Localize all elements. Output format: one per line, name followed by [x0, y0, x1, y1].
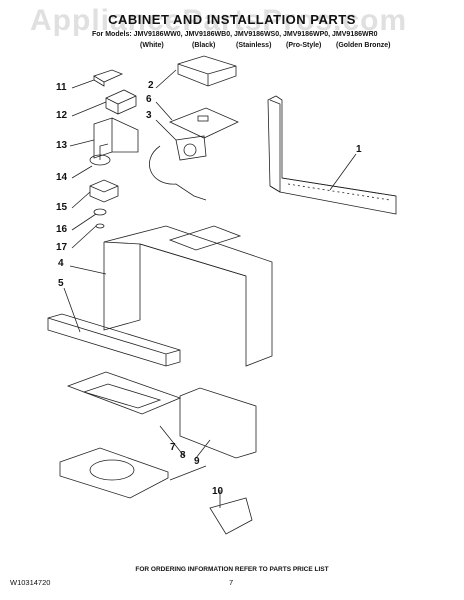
page-title: CABINET AND INSTALLATION PARTS [108, 12, 356, 27]
part-11 [93, 69, 124, 87]
models-line: For Models: JMV9186WW0, JMV9186WB0, JMV9… [92, 31, 378, 38]
document-part-number: W10314720 [10, 578, 51, 587]
callout-11: 11 [56, 82, 67, 93]
part-13 [93, 117, 139, 159]
part-9-base [59, 447, 169, 499]
callout-12: 12 [56, 110, 68, 121]
part-12 [105, 89, 137, 115]
part-4-cabinet [103, 225, 273, 367]
callout-3: 3 [146, 110, 152, 121]
part-7-bottom [66, 371, 182, 415]
part-15 [89, 179, 119, 203]
ordering-footer: FOR ORDERING INFORMATION REFER TO PARTS … [135, 566, 329, 573]
callout-17: 17 [56, 242, 68, 253]
part-2-top-vent [177, 55, 237, 87]
callout-5: 5 [58, 278, 64, 289]
part-16 [93, 208, 107, 216]
color-pro-style: (Pro-Style) [286, 42, 322, 49]
callout-10: 10 [212, 486, 224, 497]
callout-1: 1 [356, 144, 362, 155]
callout-13: 13 [56, 140, 68, 151]
callout-14: 14 [56, 172, 68, 183]
callout-8: 8 [180, 450, 186, 461]
part-8-panel [179, 387, 257, 459]
callout-2: 2 [148, 80, 154, 91]
callout-6: 6 [146, 94, 152, 105]
callout-4: 4 [58, 258, 64, 269]
part-10-bracket [209, 497, 253, 535]
page-number: 7 [229, 578, 234, 587]
part-14 [89, 143, 111, 166]
color-black: (Black) [192, 42, 216, 49]
part-3-motor [149, 135, 207, 201]
callout-16: 16 [56, 224, 68, 235]
callout-7: 7 [170, 442, 176, 453]
part-5-grille [47, 313, 181, 367]
color-white: (White) [140, 42, 164, 49]
part-1-mounting-plate [267, 95, 397, 215]
callout-15: 15 [56, 202, 68, 213]
part-17 [95, 223, 105, 229]
color-stainless: (Stainless) [236, 42, 272, 49]
part-6-plate [168, 107, 239, 139]
callout-9: 9 [194, 456, 200, 467]
color-golden-bronze: (Golden Bronze) [336, 42, 391, 49]
